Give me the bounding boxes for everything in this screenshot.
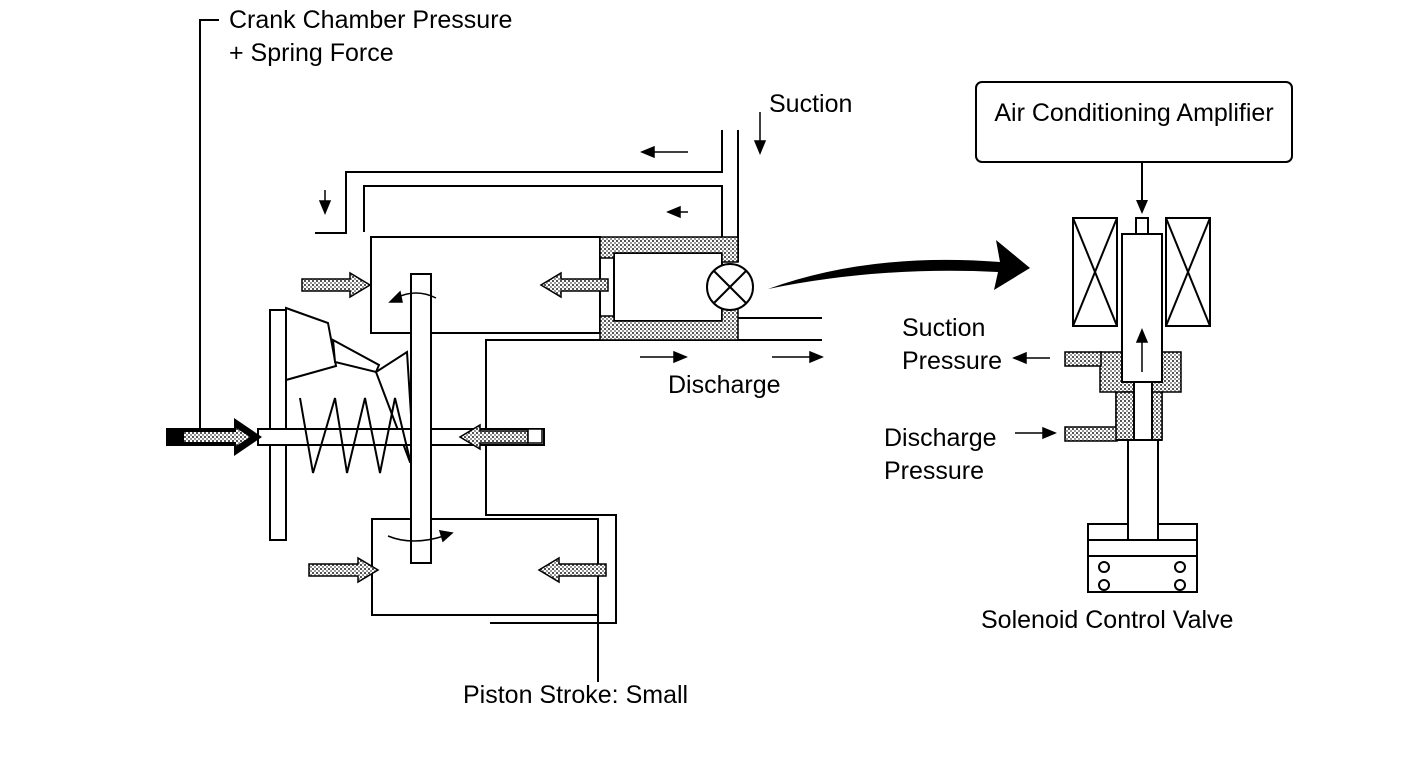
spring xyxy=(299,397,411,474)
discharge-pressure-label-2: Pressure xyxy=(884,457,985,485)
discharge-pressure-label-1: Discharge xyxy=(884,424,997,452)
solenoid-valve-label: Solenoid Control Valve xyxy=(981,606,1234,634)
valve-hatch-top xyxy=(599,236,739,263)
coil-right xyxy=(1165,217,1211,327)
amplifier-label: Air Conditioning Amplifier xyxy=(994,99,1274,127)
valve-rod xyxy=(1127,439,1159,541)
piston-stroke-label: Piston Stroke: Small xyxy=(463,681,689,709)
arrow-upper-left xyxy=(301,271,372,299)
air-conditioning-amplifier-box: Air Conditioning Amplifier xyxy=(975,81,1293,163)
big-curved-arrow xyxy=(768,240,1030,290)
suction-passage-outer xyxy=(315,130,723,234)
crank-pressure-arrow xyxy=(166,418,262,456)
suction-label: Suction xyxy=(769,90,853,118)
crank-chamber-label-2: + Spring Force xyxy=(229,39,394,67)
swash-arm xyxy=(331,338,381,374)
discharge-label: Discharge xyxy=(668,371,781,399)
suction-passage-inner xyxy=(363,185,723,237)
suction-pressure-label-1: Suction xyxy=(902,314,986,342)
valve-hatch-bottom xyxy=(599,307,739,341)
left-bearing-plate xyxy=(269,309,287,541)
arrow-lower-right xyxy=(537,556,607,584)
crank-chamber-label-1: Crank Chamber Pressure xyxy=(229,6,513,34)
suction-port-hatch xyxy=(1064,351,1102,367)
discharge-passage xyxy=(485,339,822,624)
discharge-port-hatch xyxy=(1064,426,1118,442)
arrow-upper-right xyxy=(539,271,609,299)
piston-rod xyxy=(410,273,432,564)
swash-hub xyxy=(285,306,338,382)
arrow-shaft-right xyxy=(458,423,529,451)
valve-housing xyxy=(613,252,723,322)
suction-pressure-label-2: Pressure xyxy=(902,347,1003,375)
valve-stem xyxy=(1133,381,1153,443)
crank-leader-line xyxy=(199,19,219,432)
coil-left xyxy=(1072,217,1118,327)
arrow-lower-left xyxy=(308,556,380,584)
